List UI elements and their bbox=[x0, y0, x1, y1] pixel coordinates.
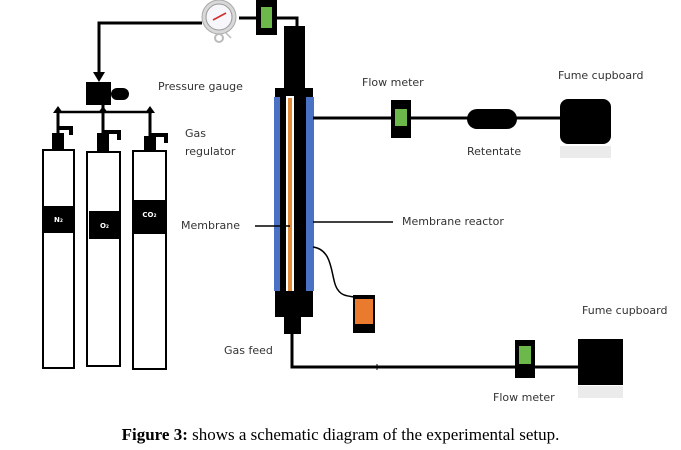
gas-regulator-label: Gas bbox=[185, 127, 206, 140]
figure-caption: Figure 3: shows a schematic diagram of t… bbox=[0, 425, 681, 445]
gas-cylinder-n2: N₂ bbox=[42, 126, 75, 369]
gas-feed-pipe bbox=[290, 334, 580, 370]
pressure-gauge-label: Pressure gauge bbox=[158, 80, 243, 93]
cylinder-label: N₂ bbox=[54, 216, 63, 224]
retentate-flow-meter-icon bbox=[391, 100, 411, 138]
permeate-flow-meter-icon bbox=[515, 340, 535, 378]
fume-cupboard-top-icon bbox=[560, 99, 611, 158]
temperature-controller-icon bbox=[353, 295, 375, 333]
cylinder-label: CO₂ bbox=[142, 211, 156, 219]
retentate-vessel-icon bbox=[467, 109, 517, 129]
caption-text: shows a schematic diagram of the experim… bbox=[187, 425, 560, 444]
membrane-label: Membrane bbox=[181, 219, 240, 232]
pressure-gauge-icon bbox=[201, 0, 237, 43]
gas-regulator-icon bbox=[86, 82, 129, 105]
fume-cupboard-bottom-icon bbox=[578, 339, 623, 398]
retentate-label: Retentate bbox=[467, 145, 521, 158]
heater-wire bbox=[312, 246, 355, 298]
membrane-reactor-label: Membrane reactor bbox=[402, 215, 504, 228]
cylinder-label: O₂ bbox=[100, 222, 109, 230]
gas-cylinder-co2: CO₂ bbox=[132, 133, 168, 370]
gas-cylinder-o2: O₂ bbox=[86, 130, 121, 367]
gas-feed-label: Gas feed bbox=[224, 344, 273, 357]
flow-meter-top-label: Flow meter bbox=[362, 76, 424, 89]
inlet-flow-meter-icon bbox=[256, 0, 277, 35]
flow-meter-bottom-label: Flow meter bbox=[493, 391, 555, 404]
fume-cupboard-bottom-label: Fume cupboard bbox=[582, 304, 667, 317]
membrane-reactor bbox=[274, 26, 314, 334]
schematic-diagram: N₂ O₂ CO₂ bbox=[42, 0, 667, 404]
gas-regulator-label-2: regulator bbox=[185, 145, 236, 158]
caption-prefix: Figure 3: bbox=[121, 425, 188, 444]
fume-cupboard-top-label: Fume cupboard bbox=[558, 69, 643, 82]
supply-pipe bbox=[93, 16, 299, 82]
